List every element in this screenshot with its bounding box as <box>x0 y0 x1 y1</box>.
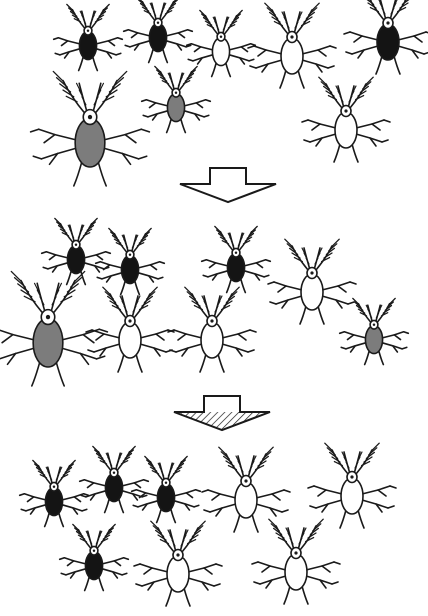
creature-black <box>42 218 111 284</box>
outline-down-arrow-icon <box>180 168 276 202</box>
creature-white <box>134 521 222 606</box>
creature-black <box>202 226 271 292</box>
creature-black <box>96 228 165 294</box>
creature-black <box>20 460 89 526</box>
creature-gray <box>340 298 409 364</box>
creature-black <box>132 456 201 522</box>
stage-3 <box>20 443 396 606</box>
creature-black <box>344 0 428 74</box>
creature-white <box>168 287 256 372</box>
creature-black <box>124 0 193 63</box>
creature-black <box>60 524 129 590</box>
creature-white <box>248 3 336 88</box>
down-arrow-1 <box>180 168 276 202</box>
creature-black <box>54 4 123 70</box>
creature-white <box>308 443 396 528</box>
stage-1 <box>31 0 428 186</box>
creature-black <box>80 446 149 512</box>
down-arrow-2 <box>174 396 270 430</box>
creature-gray <box>0 271 107 385</box>
creature-white <box>252 519 340 604</box>
creature-gray <box>142 66 211 132</box>
creature-white <box>268 239 356 324</box>
creature-white <box>302 77 390 162</box>
creature-white <box>202 447 290 532</box>
creature-gray <box>31 71 150 185</box>
stage-2 <box>0 218 408 386</box>
